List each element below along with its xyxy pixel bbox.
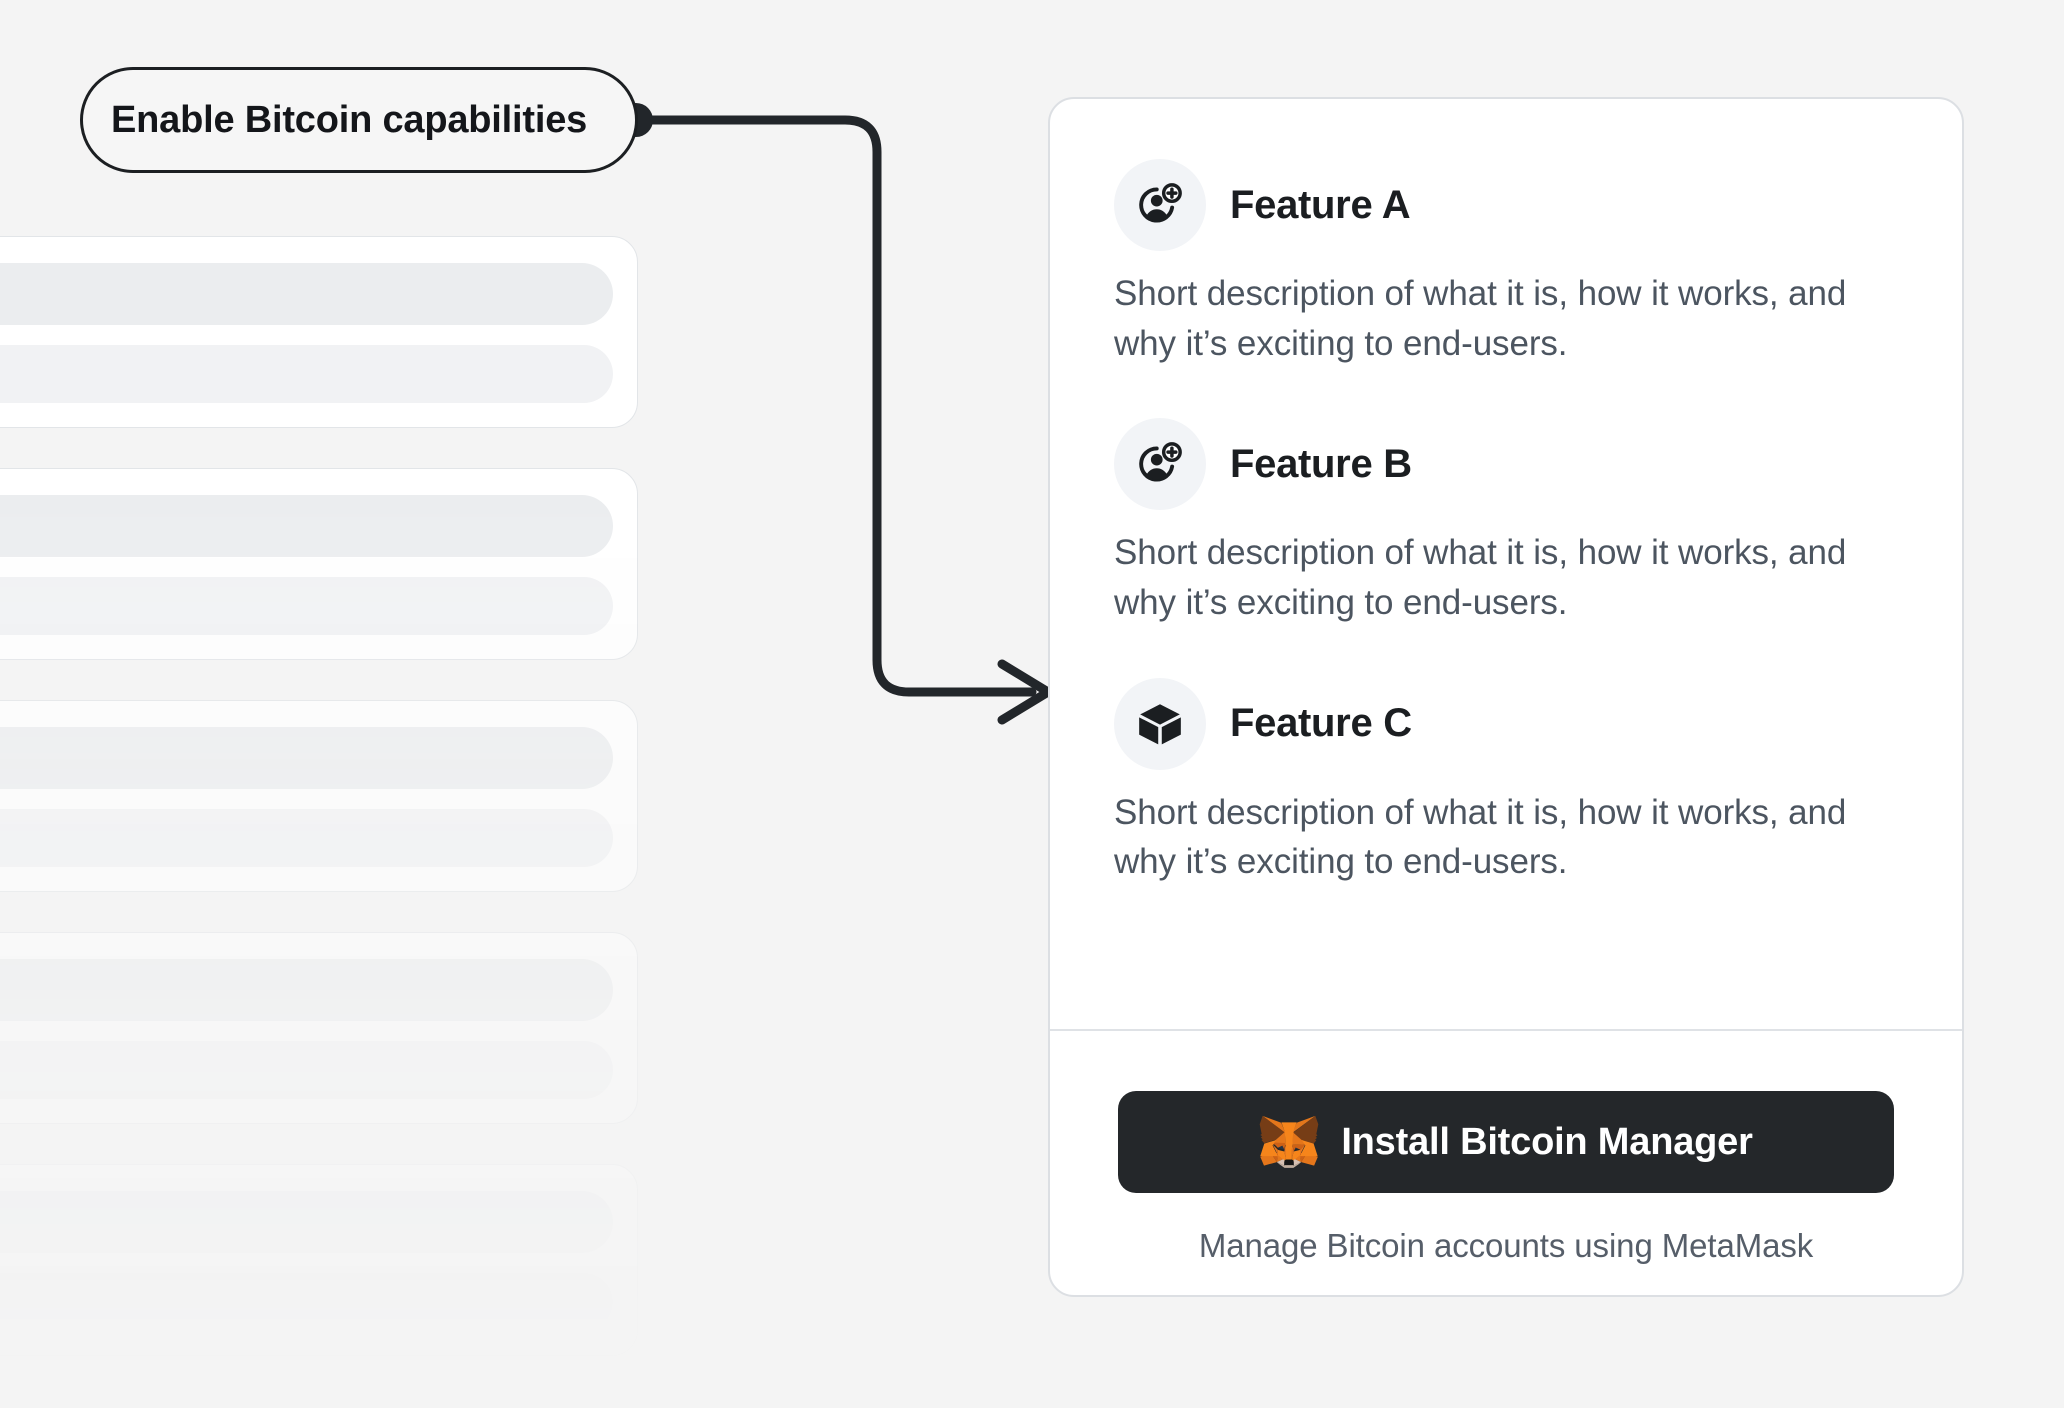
install-bitcoin-manager-button[interactable]: Install Bitcoin Manager [1118,1091,1894,1193]
add-user-icon [1114,159,1206,251]
skeleton-card [0,1164,638,1356]
callout-label-text: Enable Bitcoin capabilities [111,98,588,141]
feature-title: Feature C [1230,701,1412,746]
skeleton-card [0,236,638,428]
add-user-icon [1114,418,1206,511]
feature-card: Feature A Short description of what it i… [1048,97,1964,1297]
feature-description: Short description of what it is, how it … [1114,274,1847,363]
metamask-fox-icon [1260,1115,1319,1168]
skeleton-placeholder-column [0,236,638,1408]
skeleton-card [0,700,638,892]
feature-item: Feature A Short description of what it i… [1114,159,1898,368]
feature-header: Feature A [1114,159,1898,251]
skeleton-bar-primary [0,959,613,1021]
connector-arrowhead [997,659,1053,725]
feature-title: Feature B [1230,441,1412,486]
feature-description: Short description of what it is, how it … [1114,792,1847,882]
feature-header: Feature C [1114,677,1898,770]
skeleton-bar-secondary [0,577,613,635]
connector-path [631,115,1037,697]
skeleton-bar-primary [0,263,613,325]
skeleton-card [0,468,638,660]
cube-icon [1114,677,1206,770]
callout-label-pill: Enable Bitcoin capabilities [80,67,638,173]
skeleton-bar-primary [0,727,613,789]
feature-header: Feature B [1114,418,1898,511]
card-divider [1050,1029,1962,1031]
card-footer: Install Bitcoin Manager Manage Bitcoin a… [1050,1031,1962,1295]
install-button-label: Install Bitcoin Manager [1341,1120,1753,1163]
skeleton-bar-secondary [0,1041,613,1099]
skeleton-card [0,932,638,1124]
skeleton-bar-secondary [0,1273,613,1331]
feature-item: Feature B Short description of what it i… [1114,418,1898,627]
skeleton-bar-secondary [0,809,613,867]
skeleton-bar-primary [0,1191,613,1253]
feature-description: Short description of what it is, how it … [1114,533,1847,623]
skeleton-bar-secondary [0,345,613,403]
feature-title: Feature A [1230,182,1411,227]
install-subtitle: Manage Bitcoin accounts using MetaMask [1198,1227,1814,1264]
feature-item: Feature C Short description of what it i… [1114,677,1898,887]
feature-list: Feature A Short description of what it i… [1050,99,1962,887]
skeleton-bar-primary [0,495,613,557]
